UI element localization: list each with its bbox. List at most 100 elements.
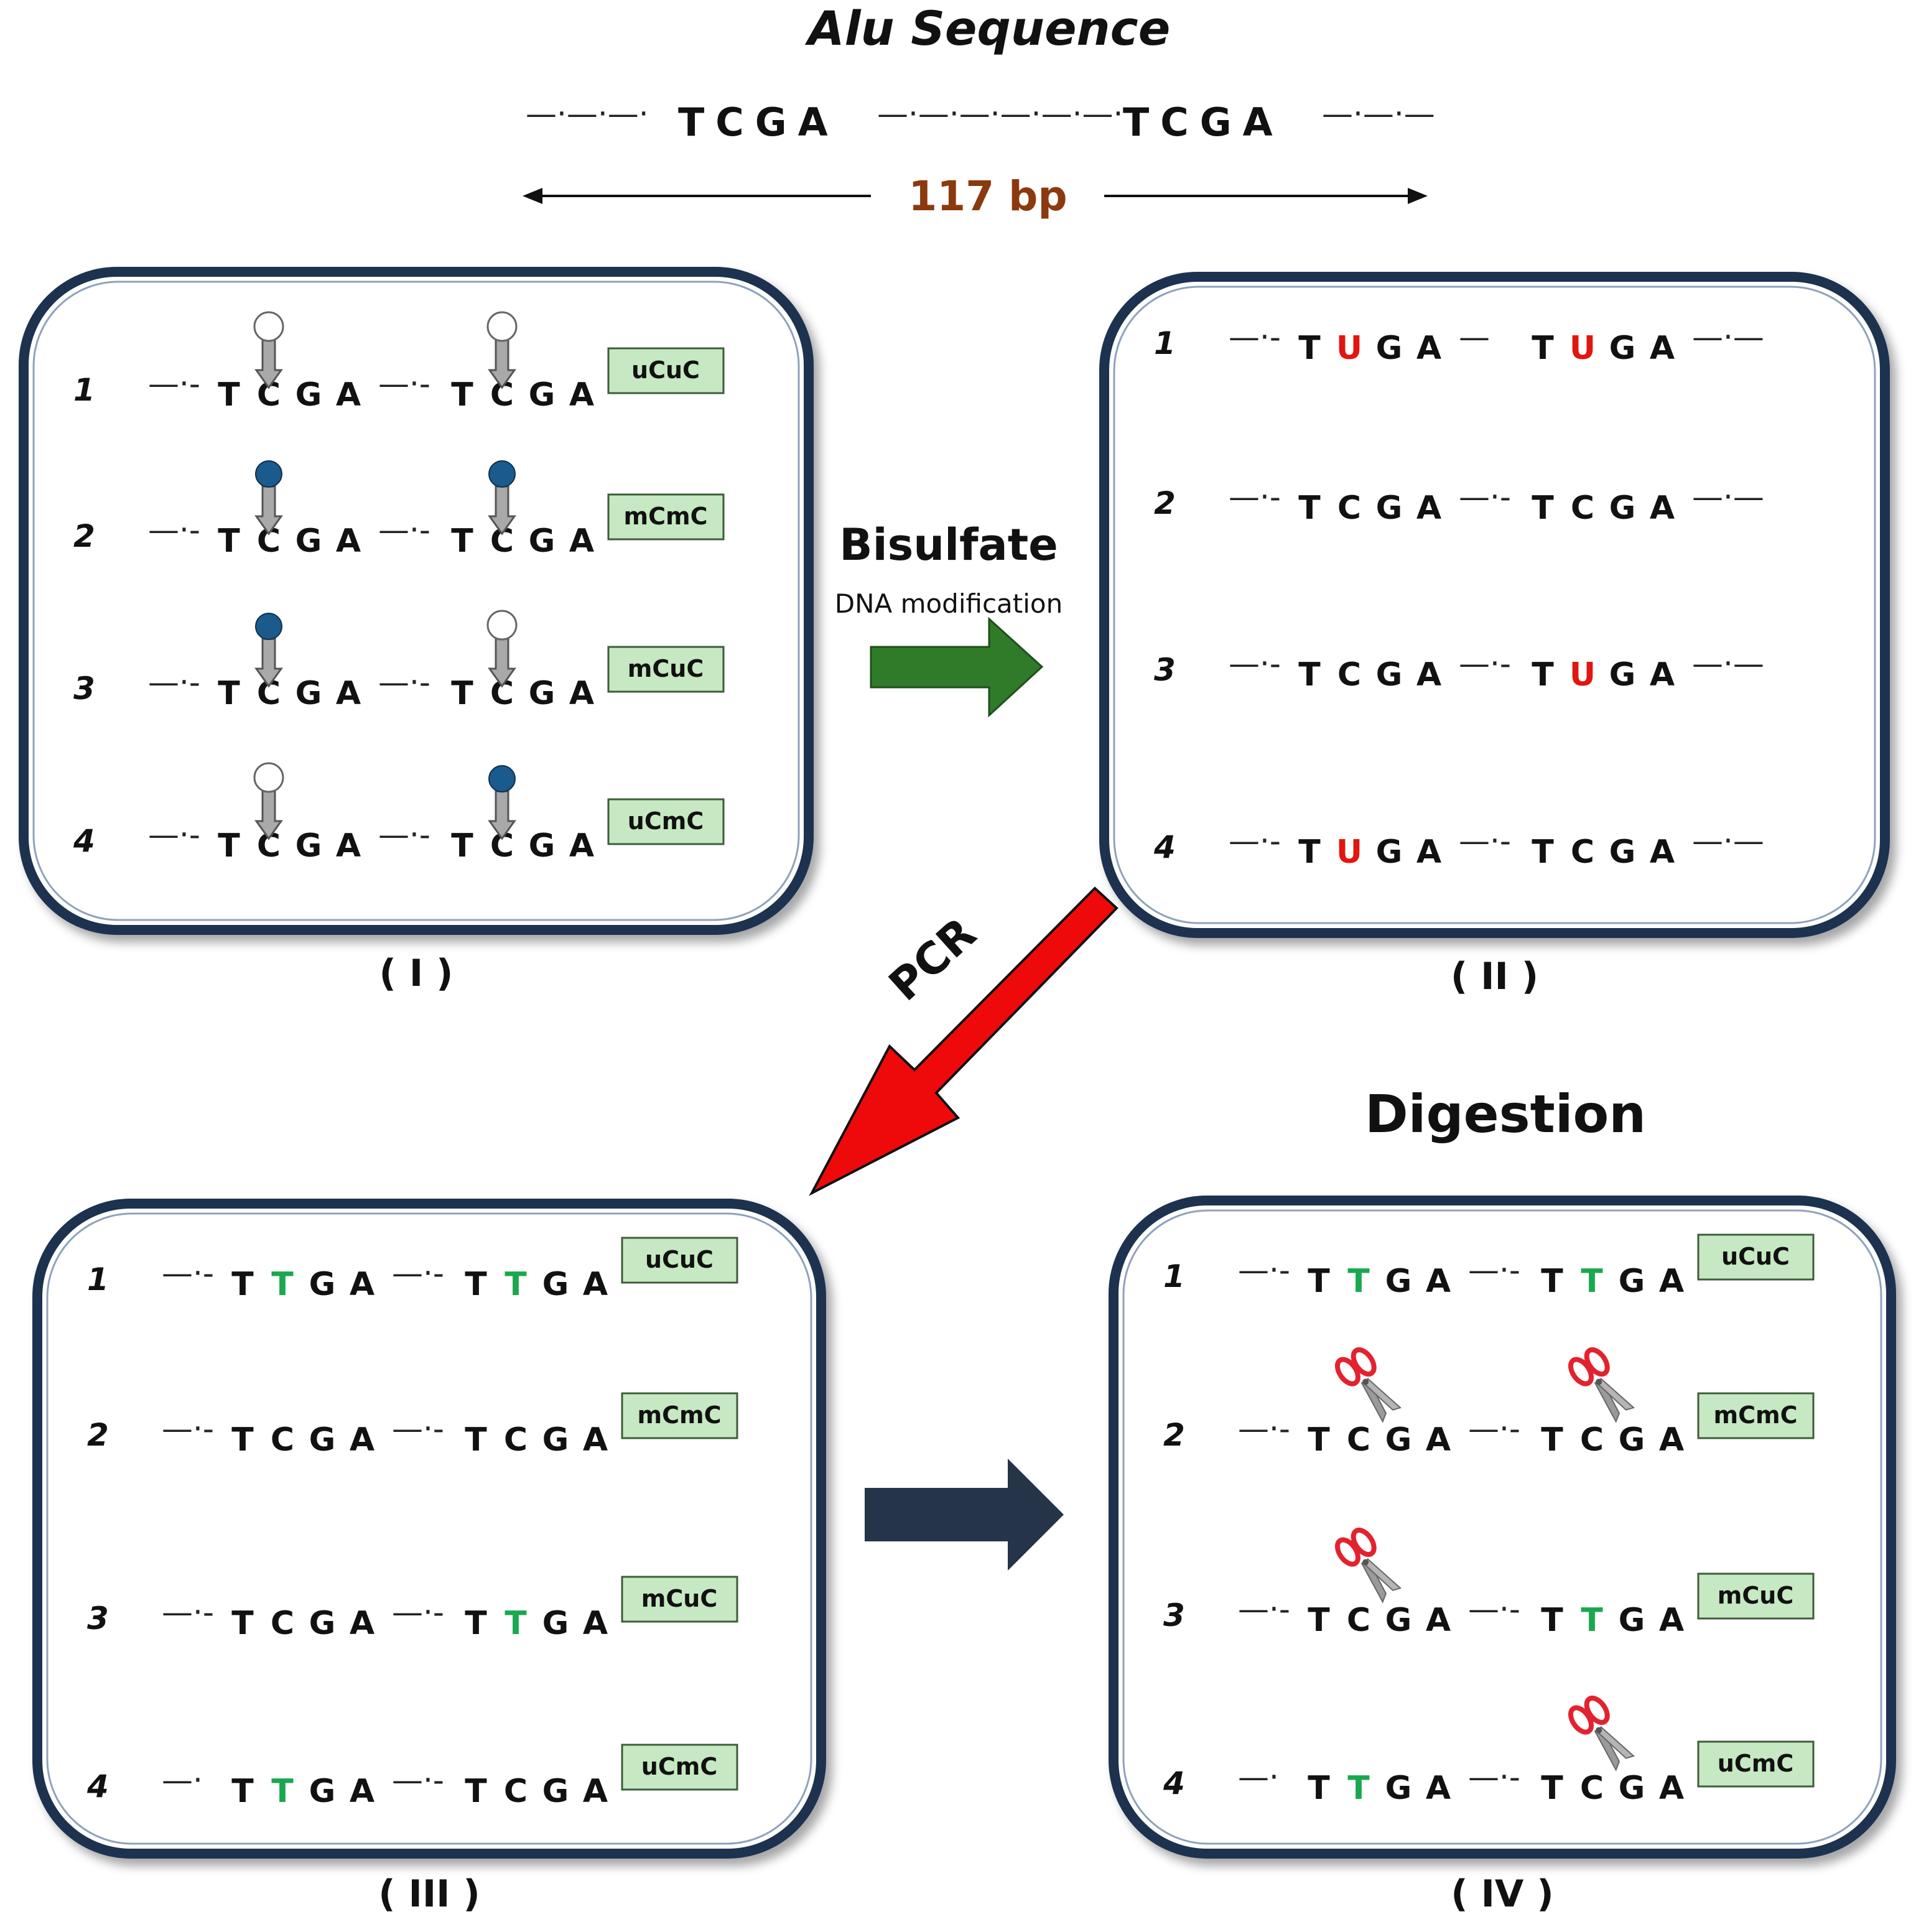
methylation-tag-label: uCuC xyxy=(645,1246,714,1273)
dash-mid: —·- xyxy=(392,1411,444,1447)
seq2-base: G xyxy=(529,827,556,865)
methylation-tag xyxy=(607,347,725,394)
seq2-base: T xyxy=(1541,1263,1563,1300)
dash-mid: —·- xyxy=(378,817,430,853)
header-right-dash: —·—·— xyxy=(1322,96,1435,132)
seq2-base: T xyxy=(451,522,473,560)
seq2-base: C xyxy=(504,1773,528,1810)
methylation-tag-label: mCuC xyxy=(1718,1582,1793,1609)
seq2-base: T xyxy=(505,1266,527,1303)
row-number: 4 xyxy=(73,823,95,859)
seq2-base: A xyxy=(583,1266,608,1303)
dash-left: —· xyxy=(162,1762,203,1798)
seq2-base: C xyxy=(1580,1770,1604,1807)
seq1-base: T xyxy=(1308,1263,1330,1300)
seq1-base: G xyxy=(309,1773,336,1810)
scissor-handle xyxy=(1351,1528,1377,1558)
dash-right: —·— xyxy=(1692,479,1764,515)
seq2-base: G xyxy=(542,1421,569,1459)
seq1-base: T xyxy=(1308,1770,1330,1807)
dash-mid: —·- xyxy=(1459,823,1511,859)
digestion-arrow xyxy=(865,1459,1064,1571)
scissor-handle xyxy=(1568,1705,1594,1735)
panel-frame-inner xyxy=(1122,1209,1882,1845)
seq2-base: T xyxy=(1541,1602,1563,1639)
seq1-base: T xyxy=(218,522,240,560)
sequence-row: 2—·-TCGA—·-TCGA—·—mCmC xyxy=(1163,1347,1815,1459)
panel-1: ( I )1—·-TCGA—·-TCGA—·—uCuC2—·-TCGA—·-TC… xyxy=(19,267,814,995)
seq1-base: G xyxy=(295,376,322,414)
row-number: 1 xyxy=(87,1261,109,1298)
seq1-base: G xyxy=(1376,834,1403,871)
methyl-group-icon xyxy=(488,765,516,792)
seq1-base: T xyxy=(218,675,240,712)
seq1-base: T xyxy=(1298,330,1321,367)
seq1-base: G xyxy=(309,1605,336,1642)
seq2-base: G xyxy=(542,1266,569,1303)
seq2-base: C xyxy=(1580,1421,1604,1459)
dash-left: —·- xyxy=(1238,1591,1290,1627)
seq1-base: A xyxy=(336,376,361,414)
pin-arrow xyxy=(488,638,516,688)
seq1-base: C xyxy=(1337,656,1361,694)
seq1-base: A xyxy=(1426,1263,1451,1300)
length-label: 117 bp xyxy=(908,172,1067,220)
seq2-base: A xyxy=(583,1421,608,1459)
seq2-base: T xyxy=(1541,1421,1563,1459)
dash-left: —·- xyxy=(148,512,200,548)
scissor-handle xyxy=(1351,1347,1377,1377)
methylation-tag-label: mCuC xyxy=(641,1585,717,1612)
methylation-tag xyxy=(621,1744,738,1791)
seq1-base: T xyxy=(231,1605,254,1642)
panel-frame xyxy=(19,267,814,935)
length-arrow-left xyxy=(523,188,871,204)
seq2-base: T xyxy=(1581,1263,1603,1300)
seq2-base: G xyxy=(1619,1421,1645,1459)
seq2-base: T xyxy=(1532,330,1554,367)
seq2-base: T xyxy=(1532,656,1554,694)
seq1-base: A xyxy=(350,1773,374,1810)
seq1-base: T xyxy=(1347,1770,1370,1807)
seq2-base: A xyxy=(583,1605,608,1642)
seq1-base: A xyxy=(1416,656,1441,694)
seq1-base: G xyxy=(295,522,322,560)
seq2-base: G xyxy=(542,1605,569,1642)
scissor-handle xyxy=(1584,1347,1610,1377)
dash-left: —·- xyxy=(162,1594,214,1630)
methylation-tag xyxy=(1697,1233,1815,1281)
length-arrow-right xyxy=(1104,188,1428,204)
header-mid-dash: —·—·—·—·—·—· xyxy=(877,96,1123,132)
seq2-base: T xyxy=(1581,1602,1603,1639)
seq2-base: A xyxy=(1659,1263,1684,1300)
sequence-row: 3—·-TCGA—·-TCGA—·—mCuC xyxy=(73,610,725,712)
methylation-tag xyxy=(621,1392,738,1439)
panel-label: ( III ) xyxy=(378,1872,480,1916)
methylation-tag xyxy=(1697,1392,1815,1439)
panel-frame xyxy=(1109,1196,1896,1859)
dash-left: —·- xyxy=(148,366,200,402)
seq1-base: A xyxy=(350,1266,374,1303)
seq2-base: A xyxy=(1659,1602,1684,1639)
seq1-base: A xyxy=(350,1605,374,1642)
dash-left: —·- xyxy=(148,817,200,853)
dash-mid: —·- xyxy=(392,1762,444,1798)
dash-mid: —·- xyxy=(378,512,430,548)
seq1-base: T xyxy=(231,1266,254,1303)
scissors-icon xyxy=(1568,1696,1635,1772)
row-number: 2 xyxy=(1163,1417,1185,1453)
seq2-base: C xyxy=(504,1421,528,1459)
seq2-base: T xyxy=(451,675,473,712)
scissor-pivot xyxy=(1596,1378,1602,1385)
methylation-tag-label: uCmC xyxy=(641,1753,717,1780)
seq2-base: G xyxy=(1609,330,1636,367)
row-number: 1 xyxy=(73,372,95,408)
seq2-base: G xyxy=(1619,1263,1645,1300)
seq2-base: A xyxy=(569,522,594,560)
seq1-base: G xyxy=(1385,1263,1412,1300)
dash-mid: —·- xyxy=(392,1255,444,1291)
seq1-base: T xyxy=(231,1773,254,1810)
header-seq-1: TCGA xyxy=(678,100,839,145)
